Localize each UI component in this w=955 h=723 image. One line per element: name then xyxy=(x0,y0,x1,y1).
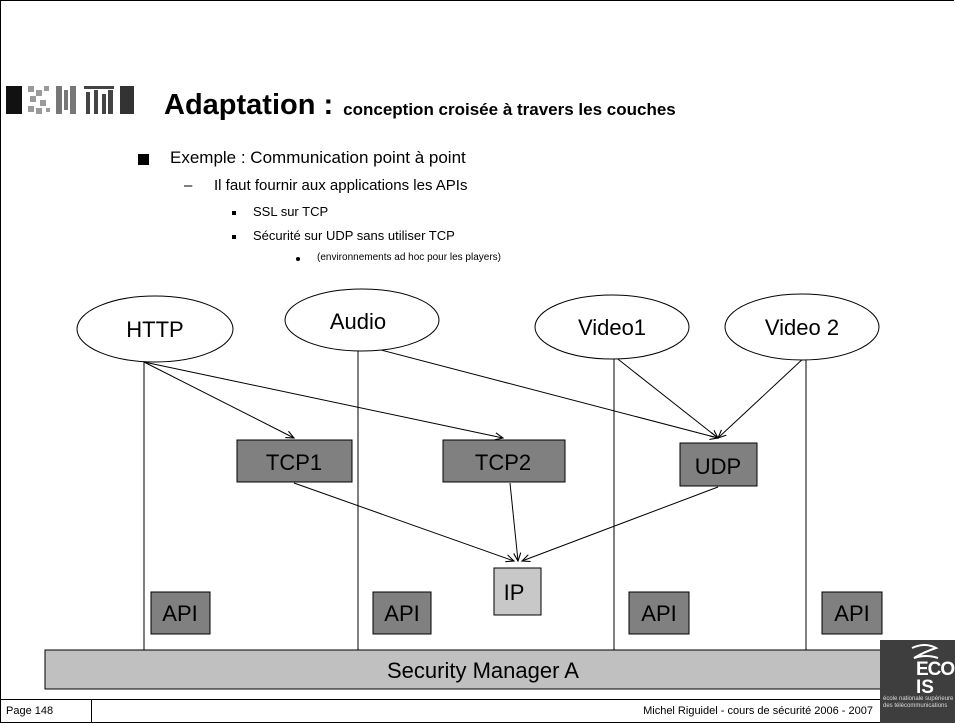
api-label: API xyxy=(384,601,419,626)
ellipse-http xyxy=(76,295,234,363)
security-manager-label: Security Manager A xyxy=(387,658,579,683)
bullet-level2: Il faut fournir aux applications les API… xyxy=(214,177,468,194)
arrow-udp-ip xyxy=(522,486,719,561)
bullet-level4: (environnements ad hoc pour les players) xyxy=(317,252,501,263)
arrow-tcp1-ip xyxy=(293,482,514,561)
bullet-level3-item: SSL sur TCP xyxy=(253,204,329,219)
logo-text-2: IS xyxy=(916,677,934,698)
api-label: API xyxy=(641,601,676,626)
footer-page-number: Page 148 xyxy=(0,700,92,722)
logo-text: ECOM xyxy=(916,659,955,680)
bullet-small-square-icon xyxy=(232,211,236,215)
arrow-video1-udp xyxy=(613,355,718,438)
box-udp xyxy=(679,442,758,487)
slide-title: Adaptation : conception croisée à traver… xyxy=(156,72,676,120)
transport-label-tcp2: TCP2 xyxy=(475,450,531,475)
ellipse-audio xyxy=(284,288,440,352)
box-api-1 xyxy=(150,591,211,635)
app-label-video1: Video1 xyxy=(578,315,646,340)
bullet-level1: Exemple : Communication point à point xyxy=(170,148,466,167)
header-decoration-icon xyxy=(6,86,134,114)
api-label: API xyxy=(834,601,869,626)
footer-divider xyxy=(0,699,955,700)
bullet-dot-icon xyxy=(296,257,300,261)
box-tcp2 xyxy=(442,439,566,483)
box-tcp1 xyxy=(236,439,353,483)
transport-label-udp: UDP xyxy=(695,454,741,479)
arrow-http-tcp2 xyxy=(143,361,503,438)
box-api-2 xyxy=(372,591,432,635)
box-api-3 xyxy=(628,591,690,635)
arrow-audio-udp xyxy=(357,343,718,438)
network-label-ip: IP xyxy=(504,580,525,605)
ellipse-video2 xyxy=(724,293,880,361)
title-subtitle: conception croisée à travers les couches xyxy=(343,100,676,119)
app-label-audio: Audio xyxy=(330,309,386,334)
box-ip xyxy=(493,567,542,616)
arrow-http-tcp1 xyxy=(143,361,294,438)
arrow-video2-udp xyxy=(718,355,807,438)
transport-label-tcp1: TCP1 xyxy=(266,450,322,475)
security-manager-bar xyxy=(44,649,955,690)
app-label-http: HTTP xyxy=(126,317,183,342)
box-api-4 xyxy=(821,591,883,635)
bullet-level3-item: Sécurité sur UDP sans utiliser TCP xyxy=(253,228,455,243)
title-main: Adaptation : xyxy=(164,89,334,121)
logo-caption: école nationale supérieure des télécommu… xyxy=(883,696,954,709)
app-label-video2: Video 2 xyxy=(765,315,839,340)
arrow-tcp2-ip xyxy=(509,482,518,561)
logo-swoosh-icon xyxy=(911,644,939,659)
ellipse-video1 xyxy=(534,294,690,360)
bullet-small-square-icon xyxy=(232,235,236,239)
dash-icon: – xyxy=(184,177,193,194)
footer-credit: Michel Riguidel - cours de sécurité 2006… xyxy=(643,705,873,717)
school-logo: ECOM IS école nationale supérieure des t… xyxy=(880,640,955,723)
api-label: API xyxy=(162,601,197,626)
bullet-square-icon xyxy=(138,154,149,165)
